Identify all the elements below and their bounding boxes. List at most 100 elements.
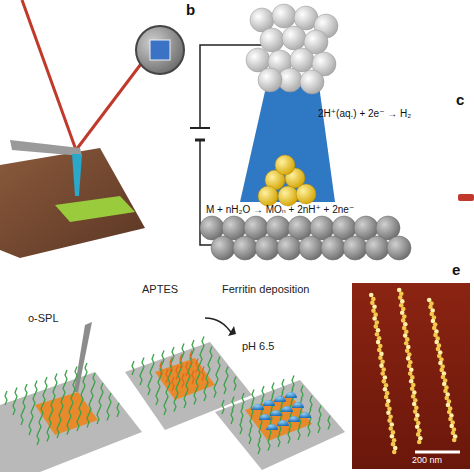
molecule <box>186 362 188 376</box>
molecule <box>166 388 168 402</box>
substrate-atom <box>365 236 389 260</box>
molecule <box>176 366 178 380</box>
nanoparticle-dot <box>388 414 393 419</box>
ferritin-dome <box>252 404 264 410</box>
molecule <box>270 410 272 424</box>
nanoparticle-dot <box>380 371 385 376</box>
molecule <box>166 369 168 383</box>
molecule <box>39 418 41 432</box>
panel-letter: e <box>452 262 460 279</box>
substrate <box>0 148 145 258</box>
cantilever <box>74 322 92 392</box>
molecule <box>158 378 160 392</box>
molecule <box>234 377 236 391</box>
molecule <box>99 397 101 411</box>
nanoparticle-dot <box>370 301 375 306</box>
panel-letter: c <box>456 92 464 109</box>
molecule <box>196 377 198 391</box>
molecule <box>192 370 194 384</box>
molecule <box>210 347 212 361</box>
substrate-atom <box>321 236 345 260</box>
laser-beam <box>76 52 150 150</box>
nanoparticle-dot <box>387 418 392 423</box>
nanoparticle-dot <box>381 367 386 372</box>
molecule <box>242 393 244 407</box>
nanoparticle-dot <box>385 391 390 396</box>
molecule <box>182 374 184 388</box>
oxide-atom <box>278 186 298 206</box>
ferritin-dome <box>277 420 289 426</box>
molecule <box>240 420 242 434</box>
molecule <box>272 383 274 397</box>
molecule <box>178 371 180 385</box>
molecule <box>172 377 174 391</box>
nanoparticle-dot <box>389 422 394 427</box>
nanoparticle-dot <box>388 426 393 431</box>
ferritin-dome <box>270 410 282 416</box>
molecule <box>83 377 85 391</box>
electrode-atom <box>272 4 296 28</box>
molecule <box>214 384 216 398</box>
ferritin-dome <box>263 400 275 406</box>
molecule <box>282 379 284 393</box>
molecule <box>101 383 103 397</box>
molecule <box>43 391 45 405</box>
ferritin-dome <box>299 412 311 418</box>
molecule <box>258 440 260 454</box>
molecule <box>150 368 152 382</box>
molecule <box>164 401 166 415</box>
molecule <box>176 384 178 398</box>
molecule <box>41 404 43 418</box>
molecule <box>107 407 109 421</box>
step-label: APTES <box>142 283 178 295</box>
molecules <box>5 337 330 455</box>
substrate-atom <box>255 236 279 260</box>
electrode-pad <box>88 201 104 212</box>
nanoparticle-dot <box>369 293 374 298</box>
nanoparticle-dot <box>379 363 384 368</box>
molecule <box>262 386 264 400</box>
molecule <box>49 414 51 428</box>
molecule <box>208 360 210 374</box>
substrate-atom <box>299 236 323 260</box>
nanoparticle-dot <box>371 308 376 313</box>
nanoparticle-dot <box>384 383 389 388</box>
nanoparticle-dot <box>372 304 377 309</box>
molecule <box>59 411 61 425</box>
molecule <box>192 340 194 354</box>
nanoparticle-dot <box>390 434 395 439</box>
molecule <box>241 407 243 421</box>
nanowire-dots <box>369 288 458 455</box>
nanoparticle-dot <box>387 407 392 412</box>
ferritin-dome <box>288 416 300 422</box>
molecule <box>75 367 77 381</box>
molecule <box>69 407 71 421</box>
nanoparticle-dot <box>385 403 390 408</box>
molecule <box>232 397 234 411</box>
nanoparticle-dot <box>382 379 387 384</box>
molecule <box>67 421 69 435</box>
nanoparticle-dot <box>391 442 396 447</box>
laser-beam <box>22 0 76 150</box>
nanoparticle-dot <box>452 438 457 443</box>
nanoparticle-dot <box>417 440 422 445</box>
molecule <box>25 384 27 398</box>
molecule <box>23 398 25 412</box>
photodiode-sensor <box>150 40 170 60</box>
nanoparticle-dot <box>372 316 377 321</box>
panel-letter: b <box>186 2 195 19</box>
molecule <box>319 406 321 420</box>
molecule <box>182 344 184 358</box>
nanoparticle-dot <box>376 328 381 333</box>
nanoparticle-dot <box>375 332 380 337</box>
molecule <box>71 394 73 408</box>
molecule <box>222 400 224 414</box>
molecule <box>180 354 182 368</box>
scale-label: 200 nm <box>412 456 442 466</box>
molecule <box>55 374 57 388</box>
nanoparticle-dot <box>392 450 397 455</box>
nanoparticle-dot <box>386 410 391 415</box>
process-arrow <box>205 318 232 334</box>
molecule <box>202 337 204 351</box>
battery-symbol <box>195 139 205 142</box>
